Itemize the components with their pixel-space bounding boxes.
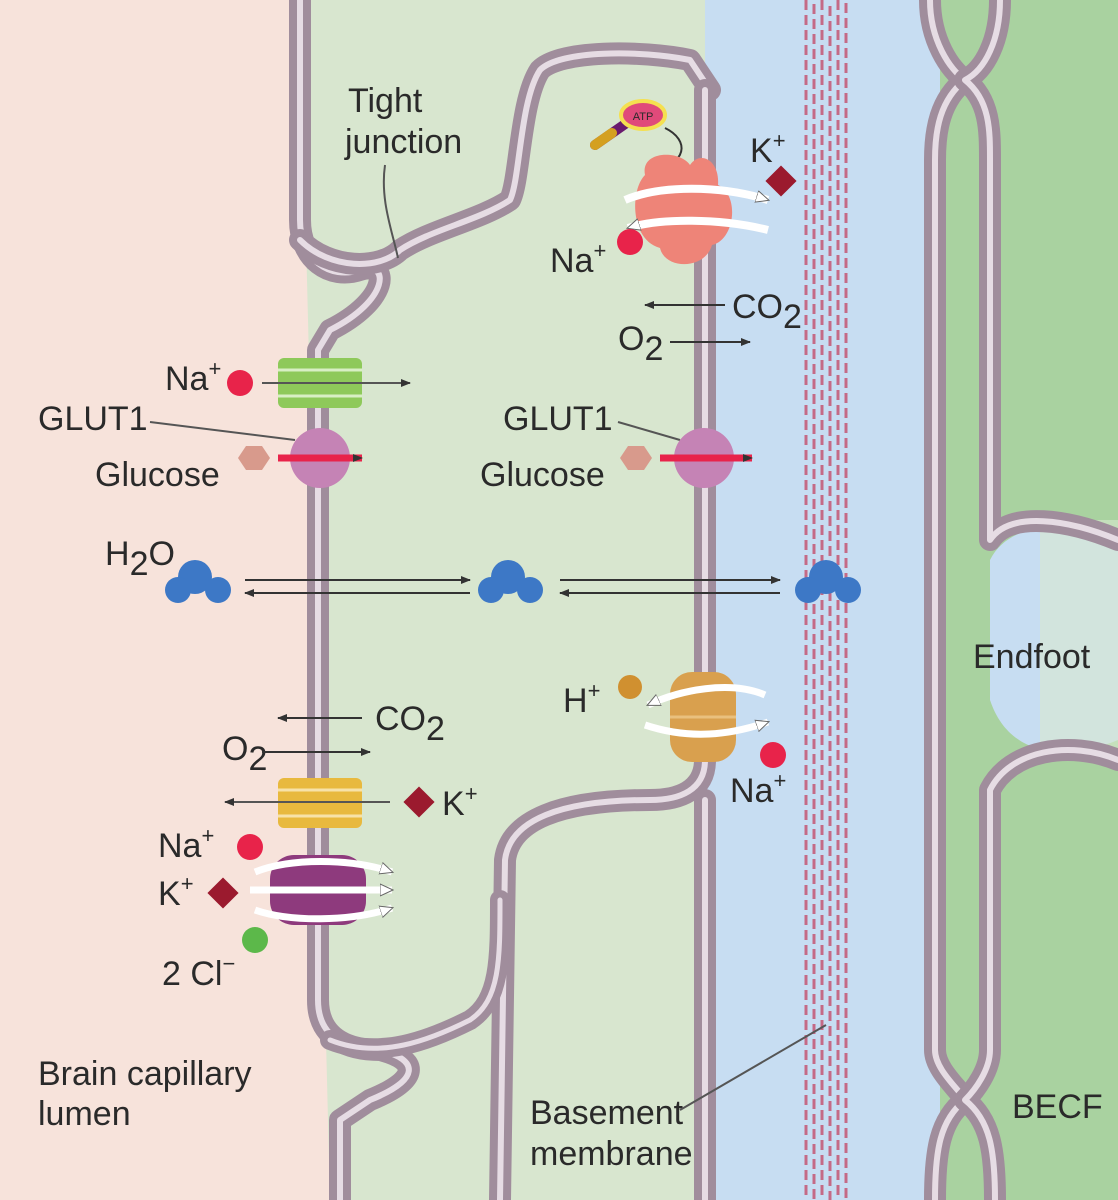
na-label-top: Na+ xyxy=(550,238,606,280)
tight-junction-label-line2: junction xyxy=(344,123,462,161)
lumen-label-line1: Brain capillary xyxy=(38,1055,252,1093)
glut1-pointer-left xyxy=(149,421,296,441)
na-ion-left xyxy=(227,370,253,396)
cl-label: 2 Cl− xyxy=(162,951,235,993)
co2-label-top: CO2 xyxy=(732,288,802,336)
na-ion-top xyxy=(617,229,643,255)
basement-membrane-label-line1: Basement xyxy=(530,1094,684,1132)
na-k-atpase-pump xyxy=(623,154,768,265)
basement-membrane-pointer xyxy=(679,1024,827,1111)
endfoot-label: Endfoot xyxy=(973,638,1091,676)
endfoot-fade xyxy=(1040,520,1118,760)
o2-label-bottom: O2 xyxy=(222,730,267,778)
endothelial-membranes xyxy=(289,0,1118,1200)
h2o-label: H2O xyxy=(105,535,175,583)
atp-molecule: ATP xyxy=(590,99,683,173)
na-label-cotransporter: Na+ xyxy=(158,823,214,865)
na-label-left: Na+ xyxy=(165,356,221,398)
h-ion xyxy=(618,675,642,699)
water-molecule-cell xyxy=(478,560,543,603)
basement-membrane xyxy=(804,0,848,1200)
cl-ion xyxy=(242,927,268,953)
na-ion-cotransporter xyxy=(237,834,263,860)
na-label-right: Na+ xyxy=(730,768,786,810)
tight-junction-pointer xyxy=(382,164,399,259)
na-h-exchanger xyxy=(643,672,768,762)
o2-label-top: O2 xyxy=(618,320,663,368)
glucose-molecule-right xyxy=(620,446,652,470)
glut1-pointer-right xyxy=(617,421,681,441)
tight-junction-label-line1: Tight xyxy=(348,82,423,120)
glucose-label-left: Glucose xyxy=(95,456,220,494)
glut1-label-right: GLUT1 xyxy=(503,400,613,438)
nkcc-cotransporter xyxy=(250,855,392,925)
glucose-label-right: Glucose xyxy=(480,456,605,494)
water-molecule-ecf xyxy=(795,560,861,603)
k-label-channel: K+ xyxy=(442,781,478,823)
basement-membrane-label-line2: membrane xyxy=(530,1135,693,1173)
endothelial-cell-region xyxy=(300,0,730,1200)
co2-label-bottom: CO2 xyxy=(375,700,445,748)
k-label-cotransporter: K+ xyxy=(158,871,194,913)
h-label: H+ xyxy=(563,678,600,720)
k-ion-channel xyxy=(403,786,435,818)
na-ion-right xyxy=(760,742,786,768)
water-molecule-lumen xyxy=(165,560,231,603)
lumen-label-line2: lumen xyxy=(38,1095,131,1133)
k-label-top: K+ xyxy=(750,128,786,170)
glut1-label-left: GLUT1 xyxy=(38,400,148,438)
glucose-molecule-left xyxy=(238,446,270,470)
becf-label: BECF xyxy=(1012,1088,1103,1126)
atp-label: ATP xyxy=(633,111,654,123)
